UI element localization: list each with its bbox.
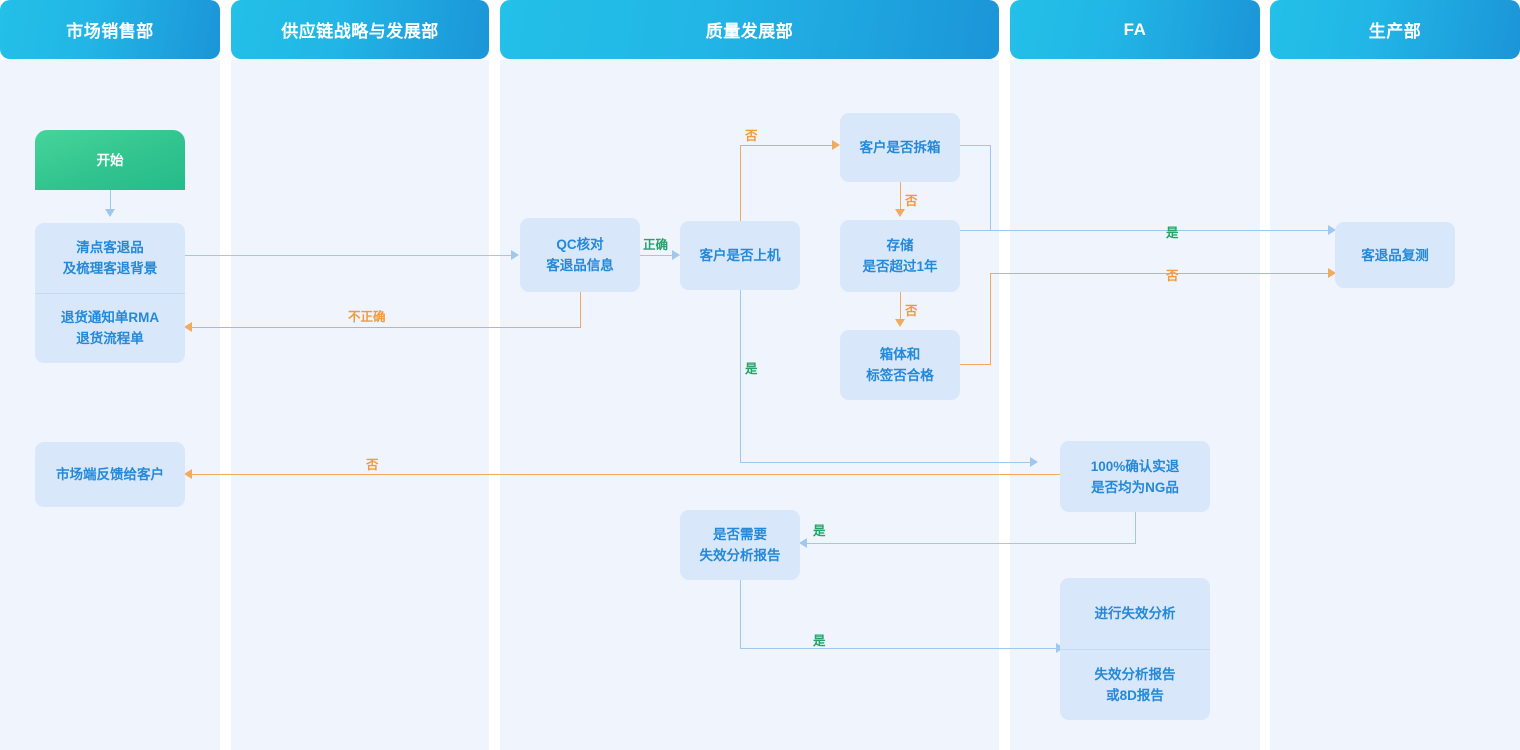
edge-boxlabel-to-retest	[990, 273, 1334, 274]
edge-label-online-yes: 是	[745, 362, 758, 376]
node-retest-returned-goods[interactable]: 客退品复测	[1335, 222, 1455, 288]
node-customer-unpack-label: 客户是否拆箱	[859, 140, 941, 155]
lane-header-quality: 质量发展部	[500, 0, 999, 59]
node-do-fa-analysis[interactable]: 进行失效分析	[1060, 578, 1210, 649]
arrowhead-start-to-count	[105, 209, 115, 217]
edge-label-incorrect: 不正确	[348, 310, 386, 324]
node-count-line1: 清点客退品	[76, 239, 144, 255]
node-fa-report[interactable]: 失效分析报告 或8D报告	[1060, 648, 1210, 721]
node-customer-online[interactable]: 客户是否上机	[680, 221, 800, 290]
edge-unpack-yes-right	[960, 145, 991, 146]
lane-body-production	[1270, 60, 1520, 750]
arrowhead-storage-no	[895, 319, 905, 327]
edge-confirm-yes-left	[805, 543, 1136, 544]
node-need-fa-line1: 是否需要	[713, 527, 767, 542]
edge-needfa-yes-right	[740, 648, 1060, 649]
edge-confirm-yes-down	[1135, 512, 1136, 543]
node-box-and-label-ok[interactable]: 箱体和 标签否合格	[840, 330, 960, 400]
node-feedback-to-customer[interactable]: 市场端反馈给客户	[35, 442, 185, 507]
arrowhead-qc-incorrect	[184, 322, 192, 332]
node-retest-label: 客退品复测	[1361, 247, 1429, 263]
edge-qc-incorrect-down	[580, 292, 581, 327]
node-customer-online-label: 客户是否上机	[699, 248, 781, 263]
arrowhead-confirm-no	[184, 469, 192, 479]
edge-label-storage-yes: 是	[1166, 226, 1179, 240]
edge-label-storage-no2: 否	[1166, 269, 1179, 283]
edge-label-storage-no: 否	[905, 304, 918, 318]
arrowhead-online-no	[832, 140, 840, 150]
lane-header-sales: 市场销售部	[0, 0, 220, 59]
node-start[interactable]: 开始	[35, 130, 185, 190]
arrowhead-unpack-no	[895, 209, 905, 217]
node-fa-report-line1: 失效分析报告	[1094, 666, 1176, 682]
node-qc-check-line2: 客退品信息	[546, 258, 614, 273]
node-need-fa-line2: 失效分析报告	[699, 548, 781, 563]
edge-online-no-up	[740, 145, 741, 221]
node-feedback-label: 市场端反馈给客户	[56, 467, 164, 482]
node-fa-analysis-group[interactable]: 进行失效分析 失效分析报告 或8D报告	[1060, 578, 1210, 720]
edge-start-to-count	[110, 190, 111, 213]
edge-qc-to-online	[640, 255, 674, 256]
node-confirm-ng-line1: 100%确认实退	[1090, 458, 1180, 474]
edge-confirm-no-left	[190, 474, 1060, 475]
edge-online-no-right	[740, 145, 834, 146]
node-box-label-line1: 箱体和	[879, 347, 921, 362]
lane-header-supply: 供应链战略与发展部	[231, 0, 489, 59]
node-box-label-line2: 标签否合格	[866, 368, 934, 383]
edge-label-dofa-yes: 是	[813, 634, 826, 648]
node-count-and-rma[interactable]: 清点客退品 及梳理客退背景 退货通知单RMA 退货流程单	[35, 223, 185, 363]
node-do-fa-label: 进行失效分析	[1094, 605, 1176, 621]
node-start-label: 开始	[96, 152, 124, 168]
edge-label-online-no: 否	[745, 129, 758, 143]
node-storage-line1: 存储	[886, 238, 914, 253]
edge-storage-no-down	[900, 292, 901, 323]
node-customer-unpack[interactable]: 客户是否拆箱	[840, 113, 960, 182]
node-rma-line1: 退货通知单RMA	[60, 310, 160, 326]
arrowhead-online-yes	[1030, 457, 1038, 467]
node-count-line2: 及梳理客退背景	[62, 260, 158, 276]
node-rma-line2: 退货流程单	[76, 331, 144, 347]
edge-boxlabel-right	[960, 364, 991, 365]
edge-online-yes-down	[740, 290, 741, 462]
edge-label-needfa-yes: 是	[813, 524, 826, 538]
lane-header-production: 生产部	[1270, 0, 1520, 59]
edge-boxlabel-up	[990, 273, 991, 365]
node-storage-line2: 是否超过1年	[862, 259, 938, 274]
node-count[interactable]: 清点客退品 及梳理客退背景	[35, 223, 185, 293]
edge-count-to-qc	[185, 255, 513, 256]
edge-label-unpack-no: 否	[905, 194, 918, 208]
lane-header-fa: FA	[1010, 0, 1260, 59]
edge-label-correct: 正确	[643, 238, 669, 252]
node-storage-over-1year[interactable]: 存储 是否超过1年	[840, 220, 960, 292]
node-confirm-all-ng[interactable]: 100%确认实退 是否均为NG品	[1060, 441, 1210, 512]
edge-label-confirm-no: 否	[366, 458, 379, 472]
lane-sales: 市场销售部	[0, 0, 220, 750]
node-qc-check[interactable]: QC核对 客退品信息	[520, 218, 640, 292]
edge-unpack-no-down	[900, 182, 901, 213]
edge-unpack-yes-down	[990, 145, 991, 230]
node-need-fa-report[interactable]: 是否需要 失效分析报告	[680, 510, 800, 580]
arrowhead-boxlabel-retest	[1328, 268, 1336, 278]
node-rma[interactable]: 退货通知单RMA 退货流程单	[35, 292, 185, 364]
edge-unpack-yes-to-retest	[960, 230, 1334, 231]
lane-body-supply	[231, 60, 489, 750]
arrowhead-qc-to-online	[672, 250, 680, 260]
edge-online-yes-right	[740, 462, 1032, 463]
node-confirm-ng-line2: 是否均为NG品	[1091, 479, 1179, 495]
lane-supply: 供应链战略与发展部	[231, 0, 489, 750]
lane-production: 生产部	[1270, 0, 1520, 750]
arrowhead-confirm-yes	[799, 538, 807, 548]
edge-qc-incorrect-left	[190, 327, 581, 328]
node-fa-report-line2: 或8D报告	[1106, 687, 1164, 703]
arrowhead-unpack-yes-retest	[1328, 225, 1336, 235]
node-qc-check-line1: QC核对	[556, 237, 604, 252]
arrowhead-count-to-qc	[511, 250, 519, 260]
edge-needfa-yes-down	[740, 580, 741, 648]
